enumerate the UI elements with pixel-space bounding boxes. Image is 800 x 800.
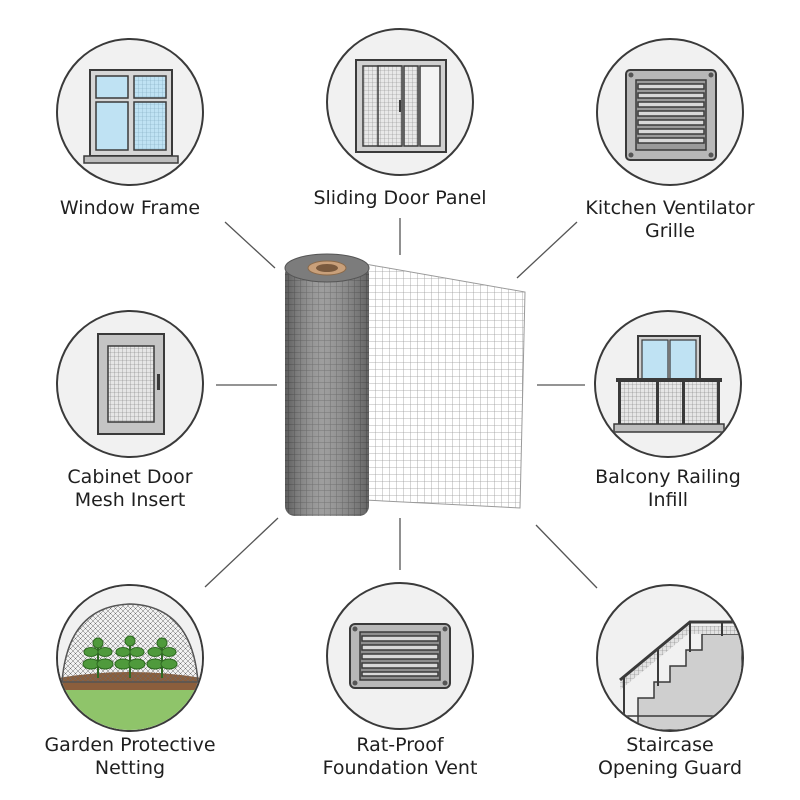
label-line: Rat-Proof (356, 734, 444, 756)
label-line: Sliding Door Panel (313, 187, 487, 209)
connector-window-frame (224, 221, 276, 269)
connector-ventilator (516, 221, 578, 279)
label-line: Opening Guard (597, 757, 743, 779)
label-line: Mesh Insert (74, 489, 186, 511)
label-line: Balcony Railing (595, 466, 741, 488)
label-line: Foundation Vent (322, 757, 478, 779)
label-line: Cabinet Door (67, 466, 193, 488)
garden-netting-circle (56, 584, 204, 732)
ventilator-grille-icon (625, 69, 717, 161)
staircase-guard-icon (598, 620, 742, 730)
ventilator-circle (596, 38, 744, 186)
staircase-guard-circle (596, 584, 744, 732)
label-staircase-opening-guard: Staircase Opening Guard (560, 734, 780, 780)
label-sliding-door-panel: Sliding Door Panel (290, 187, 510, 210)
cabinet-door-icon (97, 333, 165, 435)
label-line: Kitchen Ventilator (585, 197, 755, 219)
mesh-sheet (364, 263, 526, 509)
label-line: Grille (644, 220, 696, 242)
wire-mesh-roll (284, 253, 526, 516)
foundation-vent-icon (349, 623, 451, 689)
cabinet-door-circle (56, 310, 204, 458)
balcony-railing-circle (594, 310, 742, 458)
connector-staircase (535, 524, 598, 589)
label-line: Infill (647, 489, 689, 511)
sliding-door-icon (355, 59, 447, 153)
label-line: Garden Protective (44, 734, 216, 756)
sliding-door-circle (326, 28, 474, 176)
window-frame-circle (56, 38, 204, 186)
label-line: Staircase (626, 734, 714, 756)
label-cabinet-door-mesh-insert: Cabinet Door Mesh Insert (20, 466, 240, 512)
balcony-railing-icon (613, 335, 725, 433)
label-rat-proof-foundation-vent: Rat-Proof Foundation Vent (290, 734, 510, 780)
label-line: Window Frame (59, 197, 201, 219)
label-garden-protective-netting: Garden Protective Netting (20, 734, 240, 780)
label-line: Netting (94, 757, 166, 779)
label-window-frame: Window Frame (20, 197, 240, 220)
foundation-vent-circle (326, 582, 474, 730)
garden-netting-icon (58, 586, 202, 730)
label-balcony-railing-infill: Balcony Railing Infill (558, 466, 778, 512)
label-kitchen-ventilator-grille: Kitchen Ventilator Grille (560, 197, 780, 243)
connector-garden (204, 517, 279, 588)
window-frame-icon (83, 69, 179, 164)
